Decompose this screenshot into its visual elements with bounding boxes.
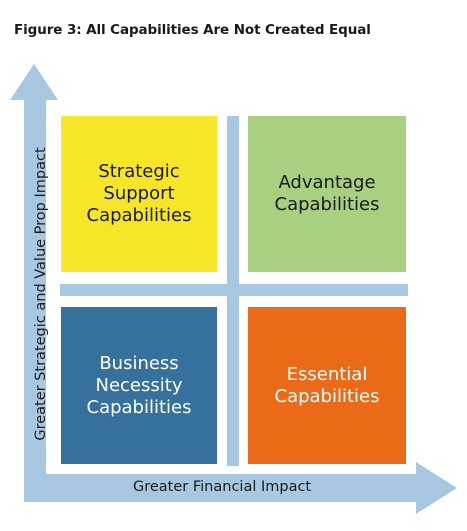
quadrant-strategic-support-label: Strategic Support Capabilities bbox=[86, 161, 192, 226]
quadrant-essential: Essential Capabilities bbox=[248, 307, 406, 464]
quadrant-business-necessity: Business Necessity Capabilities bbox=[61, 307, 217, 464]
quadrant-advantage-label: Advantage Capabilities bbox=[274, 172, 380, 215]
x-axis-arrow bbox=[24, 462, 457, 514]
x-axis-label: Greater Financial Impact bbox=[133, 479, 312, 495]
quadrant-advantage: Advantage Capabilities bbox=[248, 116, 406, 272]
horizontal-divider bbox=[60, 284, 408, 296]
quadrant-essential-label: Essential Capabilities bbox=[274, 363, 380, 407]
quadrant-strategic-support: Strategic Support Capabilities bbox=[61, 116, 217, 272]
figure-title: Figure 3: All Capabilities Are Not Creat… bbox=[14, 22, 371, 38]
y-axis-arrow bbox=[10, 64, 58, 488]
quadrant-business-necessity-label: Business Necessity Capabilities bbox=[86, 352, 192, 418]
y-axis-label: Greater Strategic and Value Prop Impact bbox=[33, 147, 49, 441]
